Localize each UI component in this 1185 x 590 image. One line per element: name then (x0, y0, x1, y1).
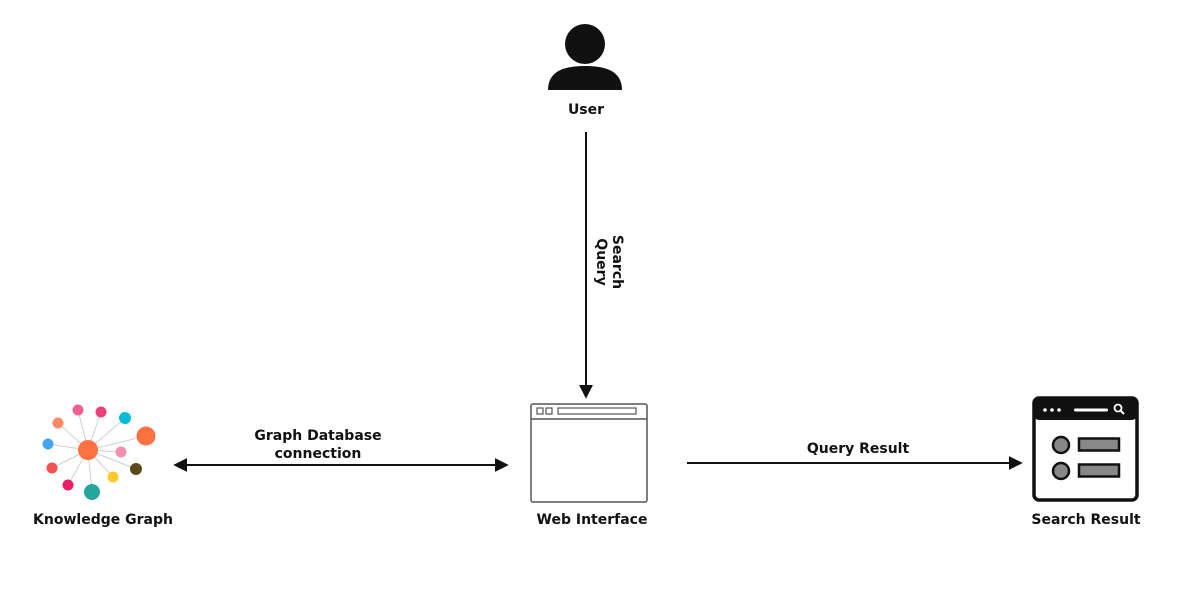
graph-node (46, 462, 58, 474)
graph-database-line1: Graph Database (254, 428, 382, 444)
graph-hub-node (78, 440, 98, 460)
search-query-line2: Query (593, 238, 609, 286)
graph-database-line2: connection (274, 446, 362, 462)
query-result-label: Query Result (806, 441, 910, 457)
graph-node (95, 406, 107, 418)
graph-node (72, 404, 84, 416)
graph-node (107, 471, 119, 483)
knowledge-graph-network-icon (42, 404, 156, 500)
knowledge-graph-label: Knowledge Graph (33, 512, 173, 528)
graph-node (62, 479, 74, 491)
user-label: User (567, 102, 605, 118)
user-icon (548, 24, 622, 90)
web-interface-label: Web Interface (536, 512, 648, 528)
graph-node (84, 484, 100, 500)
graph-node (119, 412, 131, 424)
graph-node (130, 463, 142, 475)
search-query-line1: Search (609, 234, 625, 290)
graph-node (42, 438, 54, 450)
search-result-label: Search Result (1031, 512, 1141, 528)
graph-node (136, 426, 156, 446)
graph-node (52, 417, 64, 429)
search-query-label: Search Query (593, 232, 625, 292)
graph-node (115, 446, 127, 458)
browser-window-icon (530, 403, 648, 503)
graph-database-connection-label: Graph Database connection (238, 427, 398, 463)
search-results-window-icon (1032, 396, 1139, 502)
